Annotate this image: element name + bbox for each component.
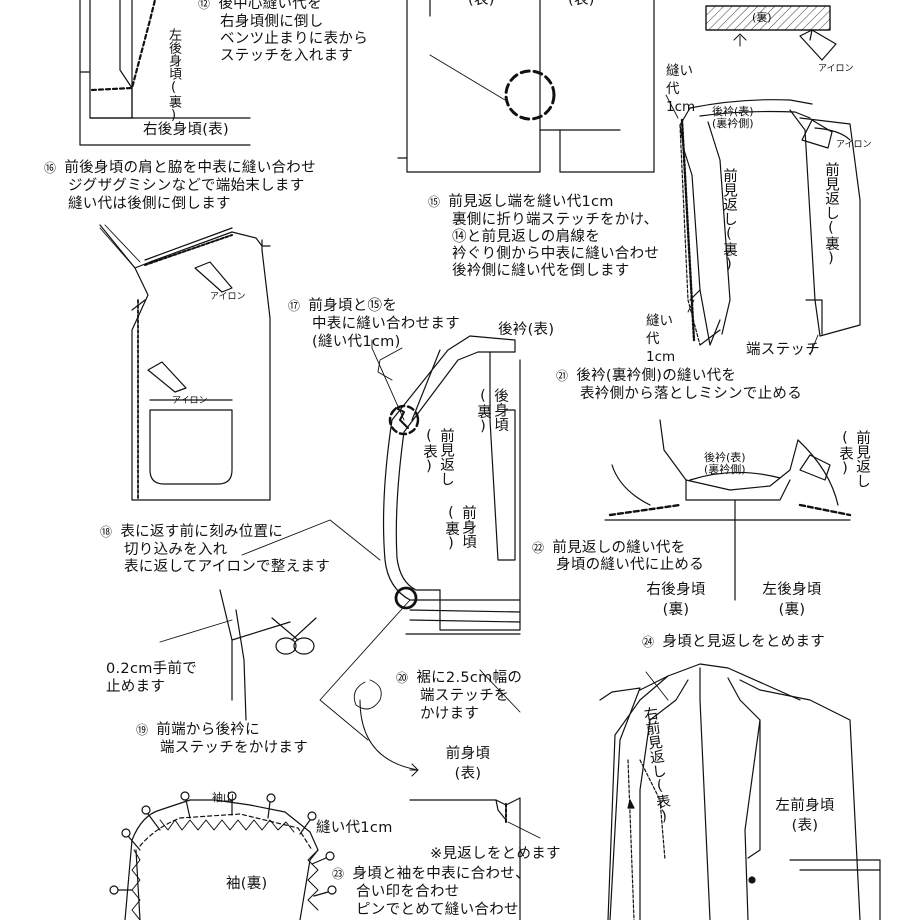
cm02-label: 0.2cm手前で止めます [106, 661, 198, 695]
band-ura-label: (裏) [752, 11, 772, 24]
iron-label-4: アイロン [172, 396, 208, 406]
notch-detail [159, 589, 317, 721]
seam-1cm-bottom-label: 縫い代1cm [646, 313, 676, 365]
step-21-line-2: 表衿側から落としミシンで止める [580, 386, 802, 402]
step-19-line-2: 端ステッチをかけます [160, 740, 308, 756]
left-back-body-label: 左後身頃(裏) [166, 28, 181, 123]
facing-note-label: ※見返しをとめます [430, 846, 561, 862]
collar-attach-figure [604, 419, 852, 601]
step-15-line-3: ⑭と前見返しの肩線を [452, 229, 600, 245]
back-body-ura-label: 後身頃(裏) [475, 388, 508, 435]
step-15-line-4: 衿ぐり側から中表に縫い合わせ [452, 246, 660, 262]
side-seam-figure [99, 224, 271, 501]
hem-circle [394, 586, 418, 610]
iron-label-3: アイロン [210, 292, 246, 302]
back-collar-mid-label: 後衿(表) [498, 322, 555, 338]
step-16-line-2: ジグザグミシンなどで端始末します [68, 178, 305, 194]
iron-label-2: アイロン [836, 140, 872, 150]
front-facing-label-1: 前見返し(裏) [721, 168, 737, 273]
band-figure [705, 5, 837, 61]
back-body-vent-figure [79, 0, 251, 146]
seam-1cm-sleeve-label: 縫い代1cm [316, 820, 393, 836]
step-18-line-2: 切り込みを入れ [124, 542, 228, 558]
seam-1cm-top-label: 縫い代1cm [666, 63, 696, 115]
step-23-line-2: 合い印を合わせ [356, 884, 460, 900]
step-12-line-4: ステッチを入れます [220, 48, 354, 64]
step-20-line-2: 端ステッチを [420, 688, 509, 704]
back-collar-top-label: 後衿(表)(裏衿側) [712, 105, 754, 130]
step-22-line-2: 身頃の縫い代に止める [556, 557, 704, 573]
front-vent-figure [397, 0, 655, 173]
pins-icon [109, 791, 337, 897]
edge-stitch-label: 端ステッチ [746, 342, 820, 358]
right-back-body-label: 右後身頃(表) [143, 122, 229, 138]
front-body-hyo-label: 前身頃(表) [445, 746, 491, 782]
front-facing-label-2: 前見返し(裏) [823, 162, 839, 267]
iron-label-1: アイロン [818, 64, 854, 74]
front-body-ura-label: 前身頃(裏) [443, 505, 476, 552]
front-hyo-label-2: (表) [568, 0, 595, 8]
step-15-line-5: 後衿側に縫い代を倒します [452, 263, 630, 279]
scissors-icon [271, 617, 317, 655]
step-15-line-2: 裏側に折り端ステッチをかけ、 [452, 212, 659, 228]
sleeve-head-label: 袖山 [212, 791, 234, 804]
step-12-line-2: 右身頃側に倒し [220, 14, 324, 30]
front-facing-c-label: 前見返し(表) [837, 430, 870, 488]
hem-detail [409, 797, 541, 920]
right-back-ura-label: 右後身頃(裏) [646, 582, 706, 618]
sleeve-ura-label: 袖(裏) [226, 876, 268, 892]
step-20-line-3: かけます [420, 706, 480, 722]
step-17-line-2: 中表に縫い合わせます [312, 316, 460, 332]
front-facing-figure [371, 335, 521, 635]
step-23-line-3: ピンでとめて縫い合わせ [356, 902, 519, 918]
back-collar-c-label: 後衿(表)(裏衿側) [704, 451, 746, 476]
notch-circle [388, 404, 420, 436]
facing-figure [679, 99, 861, 346]
front-facing-hyo-label: 前見返し(表) [421, 428, 454, 486]
left-back-ura-label: 左後身頃(裏) [762, 582, 822, 618]
step-16-line-3: 縫い代は後側に倒します [68, 196, 231, 212]
step-12-line-3: ベンツ止まりに表から [220, 31, 368, 47]
step-18-line-3: 表に返してアイロンで整えます [124, 559, 331, 575]
front-hyo-label-1: (表) [468, 0, 495, 8]
left-front-body-label: 左前身頃(表) [775, 798, 835, 834]
vent-detail-circle [504, 69, 556, 121]
front-facing-attach-figure [599, 663, 881, 920]
sleeve-figure [109, 791, 337, 920]
step-17-line-3: (縫い代1cm) [312, 334, 401, 350]
